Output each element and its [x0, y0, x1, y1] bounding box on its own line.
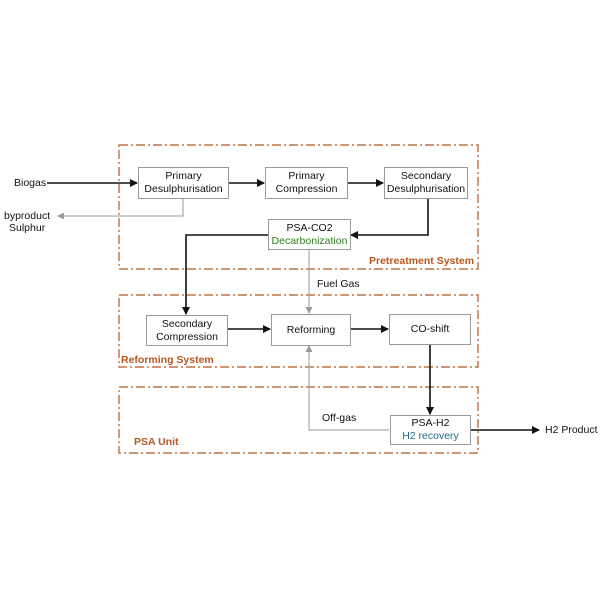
primary-desulph-line1: Primary [165, 170, 202, 182]
fuel-gas-label: Fuel Gas [317, 278, 360, 290]
psa-co2-line2: Decarbonization [271, 234, 348, 247]
secondary-desulph-line2: Desulphurisation [386, 183, 466, 195]
primary-desulph-line2: Desulphurisation [144, 183, 223, 195]
psa-unit-boundary [118, 386, 479, 454]
reforming-box: Reforming [271, 314, 351, 346]
pretreatment-system-title: Pretreatment System [369, 255, 475, 267]
h2-product-label: H2 Product [545, 424, 598, 436]
secondary-desulph-line1: Secondary [400, 170, 452, 182]
psa-co2-box: PSA-CO2 Decarbonization [268, 219, 351, 250]
arrow-secondary-desulph-to-psa-co2 [350, 199, 429, 239]
primary-comp-line1: Primary [288, 170, 325, 182]
primary-comp-line2: Compression [275, 183, 338, 195]
reforming-system-title: Reforming System [121, 354, 214, 366]
arrow-off-gas [305, 345, 389, 431]
co-shift-box: CO-shift [389, 314, 471, 345]
sulphur-label: Sulphur [9, 222, 46, 234]
byproduct-label: byproduct [4, 210, 51, 222]
secondary-desulphurisation-box: Secondary Desulphurisation [384, 167, 468, 199]
arrow-to-secondary-compression [182, 234, 268, 315]
secondary-comp-line1: Secondary [161, 317, 213, 330]
psa-unit-title: PSA Unit [134, 436, 179, 448]
co-shift-label: CO-shift [410, 323, 450, 335]
reforming-label: Reforming [286, 323, 336, 336]
pretreatment-system-boundary [118, 144, 479, 270]
reforming-system-boundary [118, 294, 479, 368]
psa-h2-line1: PSA-H2 [411, 417, 450, 429]
primary-compression-box: Primary Compression [265, 167, 348, 199]
psa-co2-line1: PSA-CO2 [286, 221, 333, 234]
psa-h2-line2: H2 recovery [402, 430, 459, 442]
arrow-byproduct-sulphur [57, 198, 184, 220]
biogas-label: Biogas [14, 177, 47, 189]
primary-desulphurisation-box: Primary Desulphurisation [138, 167, 229, 199]
off-gas-label: Off-gas [322, 412, 357, 424]
psa-h2-box: PSA-H2 H2 recovery [390, 415, 471, 445]
secondary-compression-box: Secondary Compression [146, 315, 228, 346]
secondary-comp-line2: Compression [156, 330, 218, 343]
